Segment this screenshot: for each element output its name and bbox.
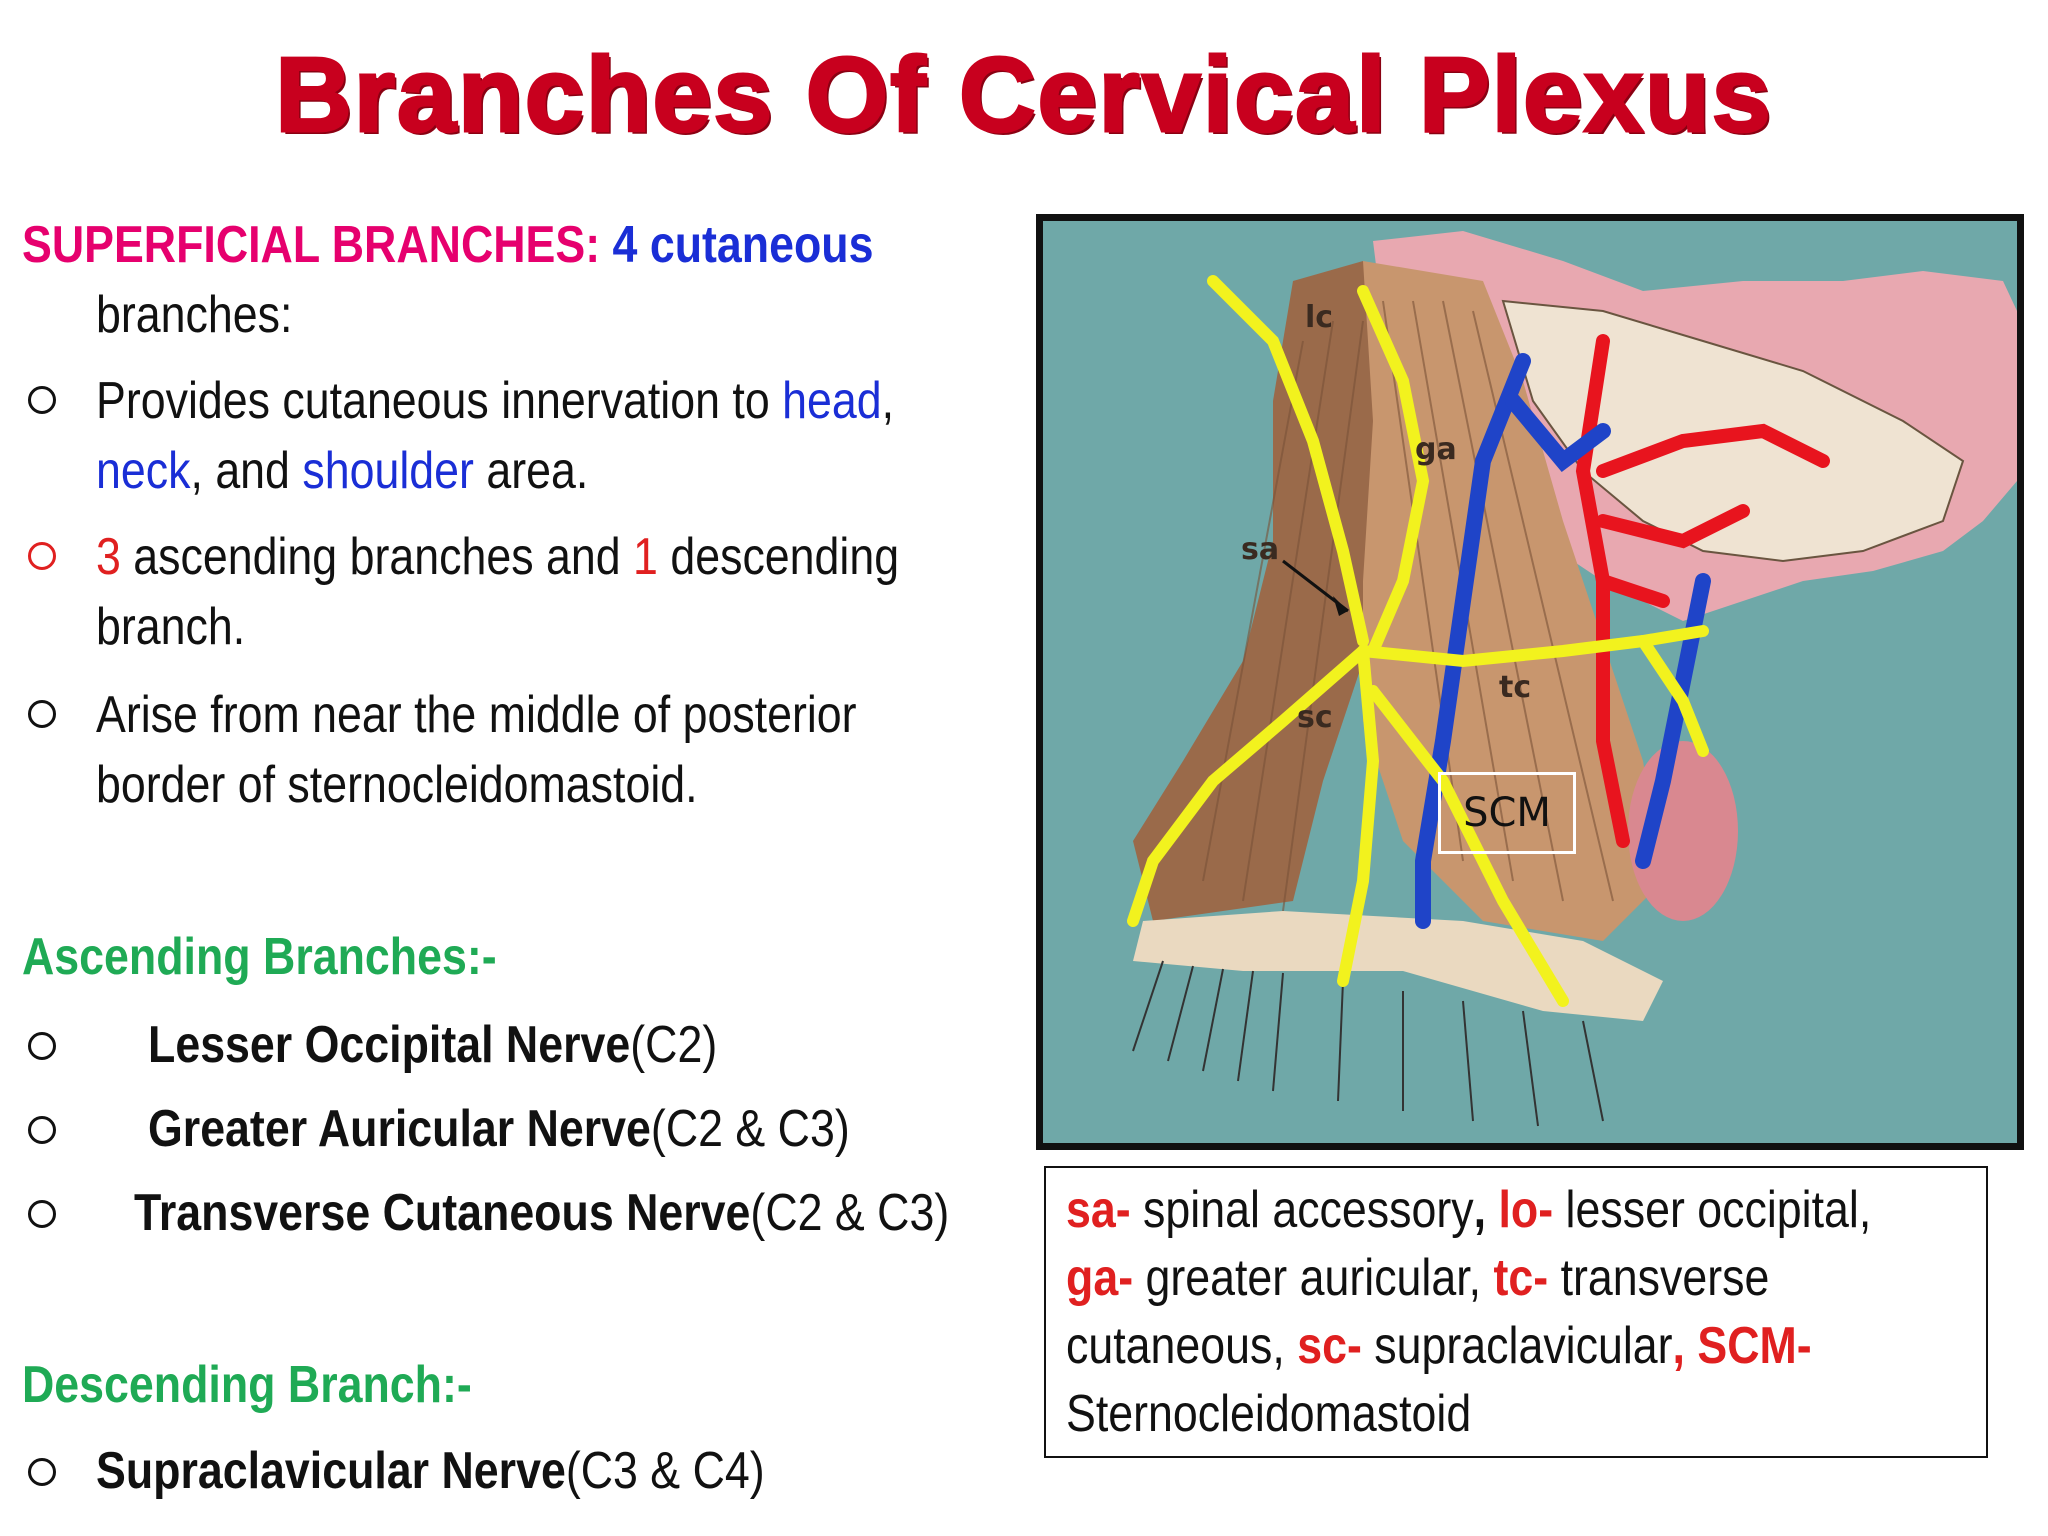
ascending-item-2: Transverse Cutaneous Nerve(C2 & C3) (134, 1176, 949, 1250)
legend-val-tc-cont: cutaneous, (1066, 1317, 1298, 1375)
bullet-circle-red (28, 542, 56, 570)
lower-striations (1132, 960, 1604, 1127)
nerve-name: Greater Auricular Nerve (148, 1100, 651, 1158)
nerve-name: Lesser Occipital Nerve (148, 1016, 631, 1074)
descending-heading: Descending Branch:- (22, 1356, 472, 1414)
ascending-item-1: Greater Auricular Nerve(C2 & C3) (148, 1092, 850, 1166)
neck-anatomy-figure: lc ga sa tc sc (1036, 214, 2024, 1150)
ascending-item-0: Lesser Occipital Nerve(C2) (148, 1008, 717, 1082)
legend-line-1: sa- spinal accessory, lo- lesser occipit… (1066, 1181, 1872, 1239)
legend-line-4: Sternocleidomastoid (1066, 1380, 1926, 1448)
nerves (1127, 275, 1709, 1007)
superficial-heading-line: SUPERFICIAL BRANCHES: 4 cutaneous (22, 208, 873, 282)
bullet1-area: area. (473, 442, 589, 500)
posterior-neck-muscles (1133, 261, 1423, 921)
cutaneous-count: 4 cutaneous (612, 216, 874, 274)
bullet-circle (28, 386, 56, 414)
label-ga: ga (1415, 432, 1457, 467)
bullet-circle (28, 700, 56, 728)
legend-val-sa: spinal accessory (1130, 1181, 1474, 1239)
legend-key-tc: tc- (1493, 1249, 1549, 1307)
muscle-striations (1202, 300, 1614, 912)
legend-val-ga: greater auricular, (1133, 1249, 1494, 1307)
bullet2-line2: branch. (96, 598, 246, 656)
scm-label: SCM (1438, 772, 1576, 854)
bullet1-neck: neck (96, 442, 191, 500)
legend-line-3: cutaneous, sc- supraclavicular, SCM- (1066, 1317, 1812, 1375)
greater-auricular-nerve (1357, 285, 1430, 657)
bullet3-line2: border of sternocleidomastoid. (96, 756, 698, 814)
ascending-count: 3 (96, 528, 121, 586)
page-title: Branches Of Cervical Plexus (274, 36, 1773, 154)
bullet-circle (28, 1032, 56, 1060)
bullet1-and: , and (190, 442, 303, 500)
supraclavicular-nerve-medial (1367, 685, 1569, 1007)
sa-arrowhead (1333, 596, 1348, 616)
label-tc: tc (1499, 670, 1531, 705)
bullet1-shoulder: shoulder (302, 442, 474, 500)
legend-key-sc: sc- (1297, 1317, 1362, 1375)
nerve-name: Supraclavicular Nerve (96, 1442, 566, 1500)
superficial-heading-tail: branches: (96, 286, 293, 344)
nerve-name: Transverse Cutaneous Nerve (134, 1184, 751, 1242)
superficial-heading: SUPERFICIAL BRANCHES: (22, 216, 601, 274)
label-sa: sa (1241, 532, 1279, 567)
legend-key-scm: SCM- (1697, 1317, 1812, 1375)
supraclavicular-nerve-intermediate (1337, 645, 1380, 987)
bullet3-line1: Arise from near the middle of posterior (96, 686, 857, 744)
label-lc: lc (1305, 300, 1333, 335)
bullet-circle (28, 1116, 56, 1144)
anatomy-illustration: lc ga sa tc sc (1127, 231, 2017, 1127)
legend-key-ga: ga- (1066, 1249, 1134, 1307)
bullet2-line1: 3 ascending branches and 1 descending (96, 520, 899, 594)
legend-key-lo: lo- (1498, 1181, 1554, 1239)
bullet1-prefix: Provides cutaneous innervation to (96, 372, 783, 430)
transverse-cutaneous-nerve (1357, 625, 1709, 668)
legend-key-sa: sa- (1066, 1181, 1131, 1239)
supraclavicular-nerve-lateral (1127, 645, 1369, 927)
descending-item-0: Supraclavicular Nerve(C3 & C4) (96, 1434, 765, 1508)
legend-box (1044, 1166, 1988, 1458)
legend-val-sc: supraclavicular (1361, 1317, 1673, 1375)
bullet1-comma: , (881, 372, 895, 430)
bullet-circle (28, 1200, 56, 1228)
legend-line-2: ga- greater auricular, tc- transverse (1066, 1244, 1926, 1312)
bullet1-line2: neck, and shoulder area. (96, 434, 588, 508)
legend-val-tc: transverse (1548, 1249, 1770, 1307)
label-sc: sc (1297, 700, 1333, 735)
bullet2-mid: ascending branches and (120, 528, 634, 586)
ascending-heading: Ascending Branches:- (22, 928, 497, 986)
bullet2-tail: descending (657, 528, 900, 586)
transverse-cutaneous-branch (1637, 635, 1709, 757)
legend-val-lo: lesser occipital, (1553, 1181, 1872, 1239)
nerve-roots: (C2 & C3) (750, 1184, 950, 1242)
descending-count: 1 (633, 528, 658, 586)
bullet1-head: head (782, 372, 882, 430)
arteries (1575, 334, 1830, 848)
nerve-roots: (C2 & C3) (650, 1100, 850, 1158)
nerve-roots: (C2) (630, 1016, 718, 1074)
bullet-circle (28, 1458, 56, 1486)
bullet1-line1: Provides cutaneous innervation to head, (96, 364, 894, 438)
legend-val-scm: Sternocleidomastoid (1066, 1385, 1472, 1443)
nerve-roots: (C3 & C4) (565, 1442, 765, 1500)
lesser-occipital-nerve (1207, 275, 1369, 647)
legend-text: sa- spinal accessory, lo- lesser occipit… (1066, 1176, 1926, 1448)
